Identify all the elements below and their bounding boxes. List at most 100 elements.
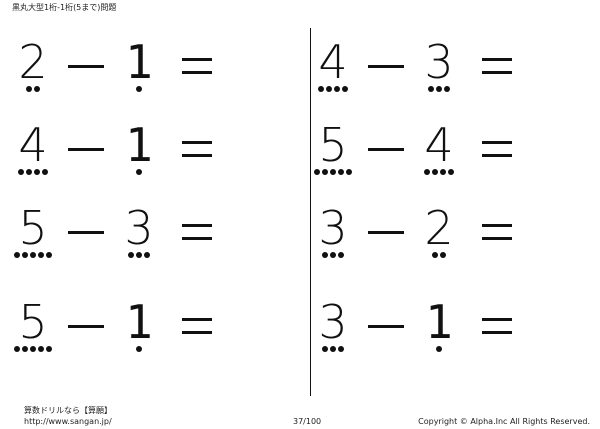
counting-dot [448, 169, 454, 175]
equals-sign [482, 224, 512, 240]
counting-dot [46, 252, 52, 258]
subtrahend: 1 [125, 35, 153, 89]
counting-dot [424, 169, 430, 175]
counting-dot [338, 169, 344, 175]
counting-dot [322, 252, 328, 258]
counting-dot [432, 252, 438, 258]
equals-sign [182, 318, 212, 334]
minus-sign [68, 148, 104, 151]
minuend: 4 [18, 118, 48, 172]
subtrahend: 1 [425, 295, 453, 349]
minuend-dots [18, 169, 48, 177]
counting-dot [338, 346, 344, 352]
counting-dot [26, 86, 32, 92]
subtrahend: 1 [125, 118, 153, 172]
counting-dot [136, 252, 142, 258]
counting-dot [440, 169, 446, 175]
subtrahend-dots [424, 169, 454, 177]
counting-dot [444, 86, 450, 92]
minus-sign [368, 231, 404, 234]
counting-dot [34, 169, 40, 175]
equals-sign [482, 58, 512, 74]
footer-brand: 算数ドリルなら【算願】 [24, 406, 112, 415]
counting-dot [14, 252, 20, 258]
minuend: 4 [318, 35, 348, 89]
equals-sign [182, 224, 212, 240]
counting-dot [330, 169, 336, 175]
counting-dot [428, 86, 434, 92]
counting-dot [322, 346, 328, 352]
counting-dot [136, 86, 142, 92]
subtrahend: 3 [424, 35, 454, 89]
counting-dot [128, 252, 134, 258]
counting-dot [18, 169, 24, 175]
minus-sign [68, 231, 104, 234]
minuend: 5 [18, 295, 48, 349]
subtrahend-dots [136, 346, 142, 354]
counting-dot [38, 252, 44, 258]
minuend-dots [322, 252, 344, 260]
counting-dot [346, 169, 352, 175]
equals-sign [482, 318, 512, 334]
footer-url-link[interactable]: http://www.sangan.jp/ [24, 417, 112, 426]
counting-dot [342, 86, 348, 92]
subtrahend: 2 [424, 201, 454, 255]
subtrahend-dots [432, 252, 446, 260]
minus-sign [368, 65, 404, 68]
counting-dot [338, 252, 344, 258]
counting-dot [326, 86, 332, 92]
counting-dot [26, 169, 32, 175]
subtrahend-dots [436, 346, 442, 354]
equals-sign [182, 58, 212, 74]
subtrahend: 3 [124, 201, 154, 255]
minus-sign [368, 325, 404, 328]
subtrahend: 4 [424, 118, 454, 172]
counting-dot [330, 252, 336, 258]
footer-brand-block: 算数ドリルなら【算願】 http://www.sangan.jp/ [24, 405, 112, 427]
minuend-dots [314, 169, 352, 177]
subtrahend-dots [428, 86, 450, 94]
counting-dot [432, 169, 438, 175]
counting-dot [330, 346, 336, 352]
counting-dot [42, 169, 48, 175]
minuend: 5 [318, 118, 348, 172]
counting-dot [314, 169, 320, 175]
minuend-dots [14, 252, 52, 260]
counting-dot [22, 346, 28, 352]
counting-dot [14, 346, 20, 352]
minus-sign [68, 65, 104, 68]
counting-dot [136, 346, 142, 352]
counting-dot [440, 252, 446, 258]
minuend-dots [14, 346, 52, 354]
counting-dot [30, 346, 36, 352]
minuend-dots [322, 346, 344, 354]
counting-dot [436, 346, 442, 352]
minuend: 3 [318, 201, 348, 255]
minuend: 3 [318, 295, 348, 349]
subtrahend-dots [128, 252, 150, 260]
subtrahend-dots [136, 169, 142, 177]
equals-sign [482, 141, 512, 157]
counting-dot [22, 252, 28, 258]
equals-sign [182, 141, 212, 157]
minuend: 5 [18, 201, 48, 255]
counting-dot [30, 252, 36, 258]
worksheet-title: 黒丸大型1桁-1桁(5まで)問題 [12, 3, 117, 12]
page-number: 37/100 [293, 417, 322, 426]
column-divider [310, 28, 311, 396]
counting-dot [322, 169, 328, 175]
counting-dot [144, 252, 150, 258]
minuend-dots [318, 86, 348, 94]
copyright-notice: Copyright © Alpha.Inc All Rights Reserve… [418, 417, 590, 426]
counting-dot [334, 86, 340, 92]
subtrahend-dots [136, 86, 142, 94]
counting-dot [34, 86, 40, 92]
